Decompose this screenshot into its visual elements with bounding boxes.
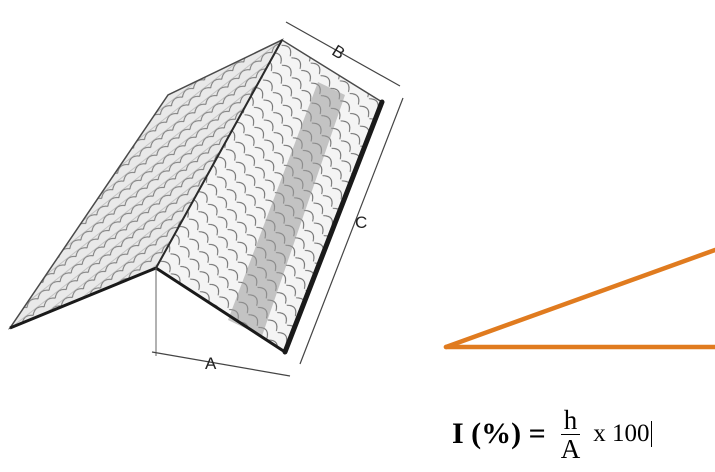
dark-tile-band [228,82,345,336]
dimension-b-line [285,21,401,87]
slope-triangle-hypotenuse [443,247,715,350]
dimension-c-line [299,97,404,365]
formula-fraction: h A [558,406,584,463]
dimension-a-label: A [205,354,217,373]
dimension-c-label: C [355,213,367,232]
eave-edge [282,99,385,355]
text-cursor [650,421,652,447]
formula-multiplier: x 100 [593,420,650,447]
formula-lhs: I (%) = [452,417,546,450]
formula-numerator: h [560,406,581,435]
dimension-b-label: B [329,41,349,63]
dimension-a-line [151,351,291,377]
ridge-line [155,39,283,269]
slope-formula: I (%) = h A x 100 [452,400,652,468]
formula-denominator: A [560,433,581,464]
